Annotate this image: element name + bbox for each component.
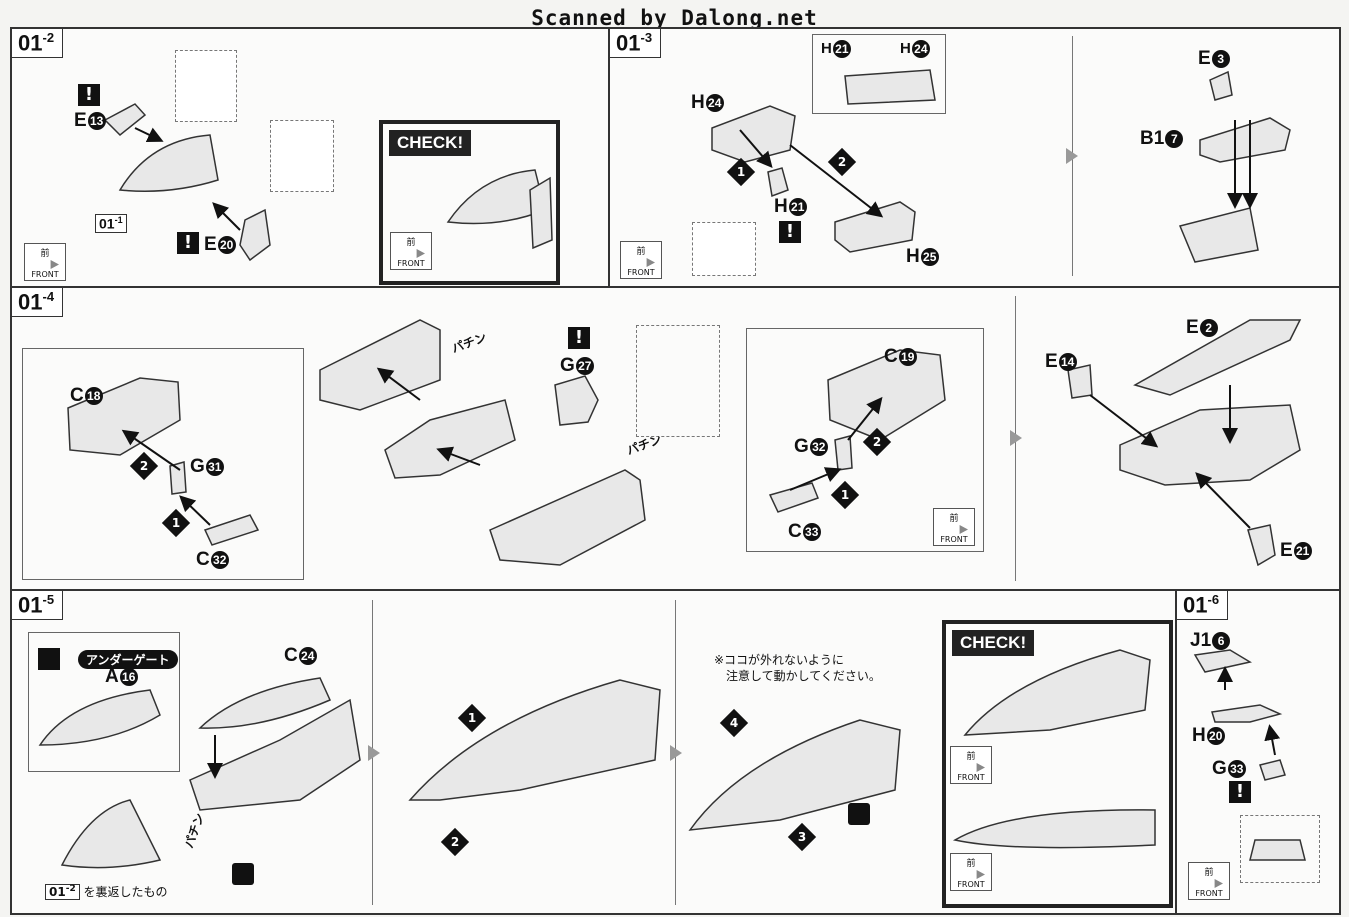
detail-inset [636, 325, 720, 437]
detail-inset [812, 34, 946, 114]
order-marker: 1 [457, 703, 487, 733]
detail-inset [1240, 815, 1320, 883]
warning-icon: ! [568, 327, 590, 349]
nose-cone-shape [118, 134, 219, 192]
detail-inset [175, 50, 237, 122]
check-box: CHECK! [942, 620, 1173, 908]
next-arrow-icon [670, 745, 682, 761]
detail-inset [692, 222, 756, 276]
part-ref-label: 01-1 [95, 214, 127, 233]
undergate-badge: アンダーゲート [78, 650, 178, 669]
order-marker: 2 [827, 147, 857, 177]
watermark: Scanned by Dalong.net [531, 6, 818, 30]
caution-note: ※ココが外れないように注意して動かしてください。 [714, 653, 881, 683]
nipper-icon [38, 648, 60, 670]
sticker-icon [232, 863, 254, 885]
detail-inset [28, 632, 180, 772]
check-tag: CHECK! [952, 630, 1035, 656]
order-marker: 1 [830, 480, 860, 510]
order-marker: 2 [862, 427, 892, 457]
check-tag: CHECK! [389, 130, 472, 156]
order-marker: 2 [440, 827, 470, 857]
step-label-01-4: 01-4 [12, 288, 64, 318]
sticker-icon [848, 803, 870, 825]
order-marker: 1 [161, 508, 191, 538]
step-label-01-2: 01-2 [12, 29, 64, 59]
detail-inset [746, 328, 984, 552]
next-arrow-icon [1010, 430, 1022, 446]
step-label-01-5: 01-5 [12, 591, 64, 621]
warning-icon: ! [779, 221, 801, 243]
panel-step-01-6 [1175, 589, 1341, 915]
step-label-01-3: 01-3 [610, 29, 662, 59]
next-arrow-icon [368, 745, 380, 761]
next-arrow-icon [1066, 148, 1078, 164]
order-marker: 3 [787, 822, 817, 852]
warning-icon: ! [78, 84, 100, 106]
check-box: CHECK! [379, 120, 560, 285]
warning-icon: ! [1229, 781, 1251, 803]
order-marker: 4 [719, 708, 749, 738]
detail-inset [22, 348, 304, 580]
order-marker: 1 [726, 157, 756, 187]
warning-icon: ! [177, 232, 199, 254]
order-marker: 2 [129, 451, 159, 481]
panel-step-01-4 [10, 286, 1341, 592]
step-label-01-6: 01-6 [1177, 591, 1229, 621]
detail-inset [270, 120, 334, 192]
flip-note: 01-2 を裏返したもの [45, 881, 168, 900]
